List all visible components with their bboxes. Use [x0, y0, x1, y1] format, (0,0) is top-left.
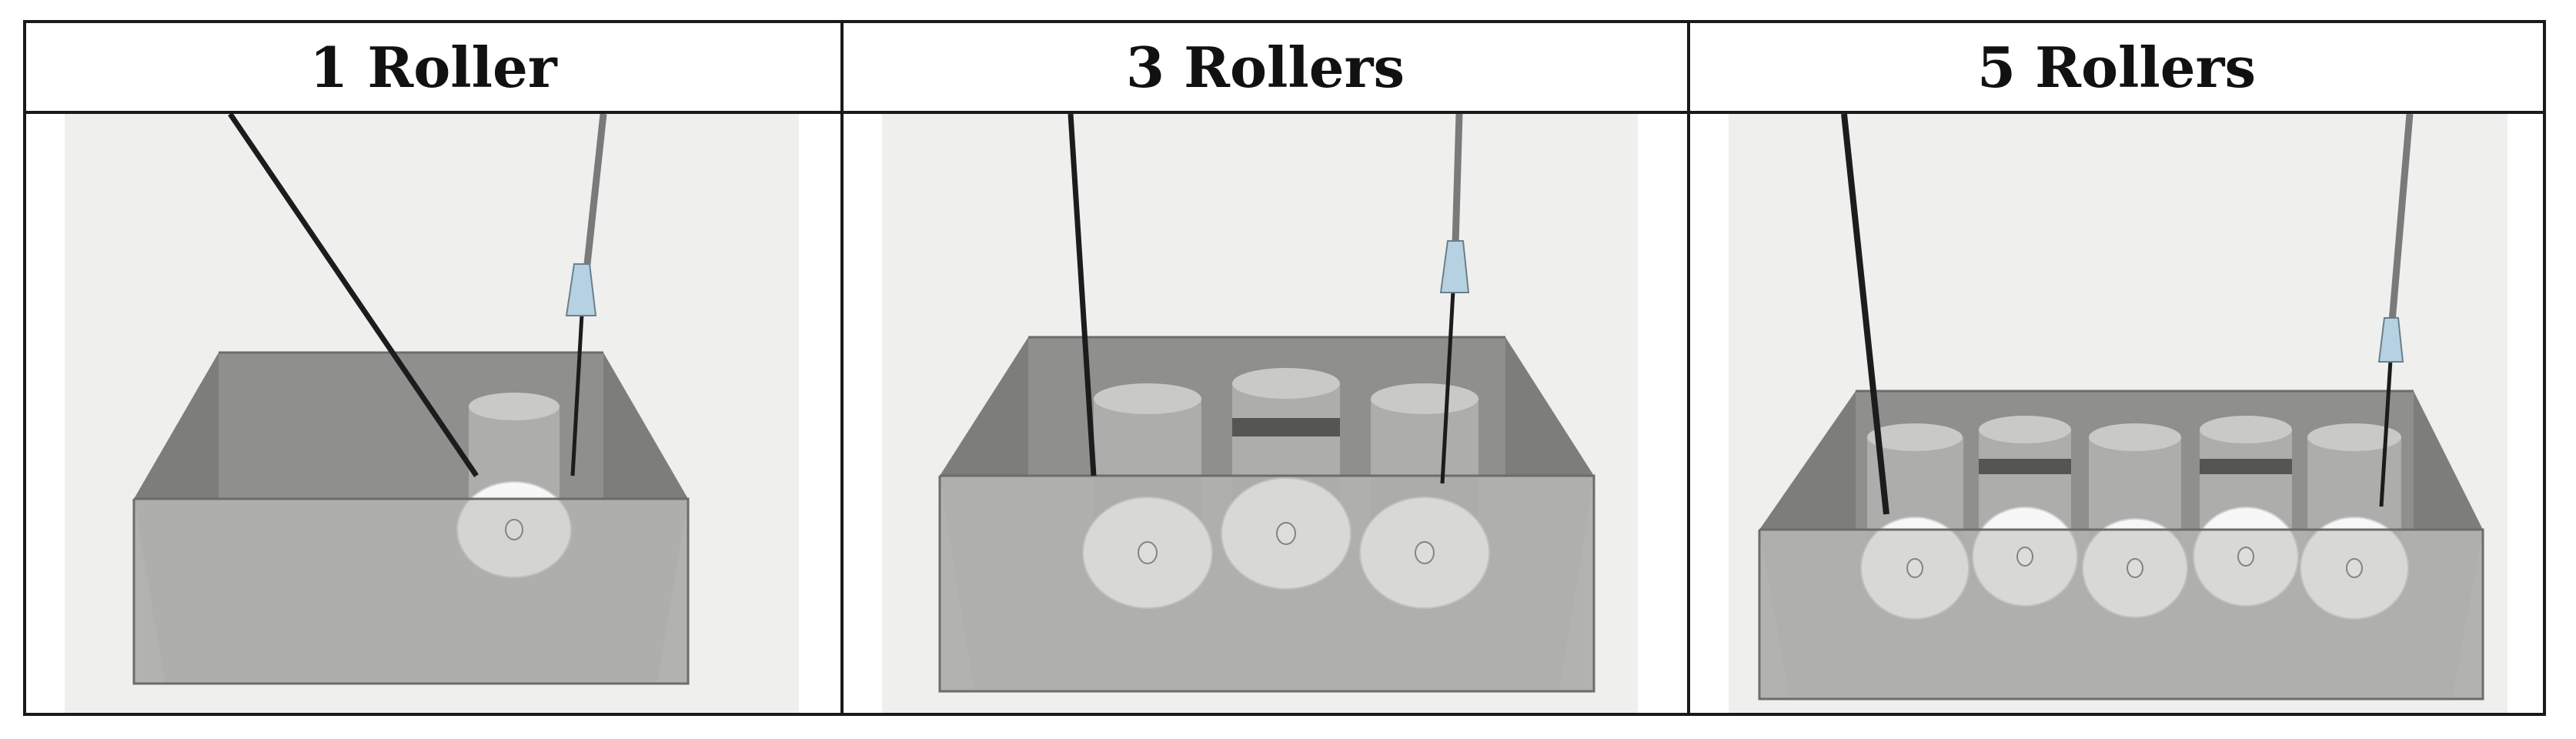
probe-tip — [2377, 317, 2404, 363]
drive-cable — [228, 114, 479, 477]
tank-diagram-1-roller — [65, 114, 799, 713]
column-header: 5 Rollers — [1690, 23, 2543, 114]
roller-axle — [505, 519, 523, 540]
roller-2 — [1221, 368, 1351, 590]
drive-cable — [1841, 114, 1889, 515]
tank-front-glass — [940, 476, 1594, 691]
column-header: 1 Roller — [26, 23, 840, 114]
roller-4 — [2193, 416, 2299, 607]
roller-2 — [1972, 416, 2078, 607]
probe-tip — [565, 263, 597, 316]
tank-front-glass — [134, 499, 688, 684]
probe-wire — [2388, 114, 2414, 323]
probe-wire — [1452, 114, 1463, 246]
figure-table: 1 Roller — [23, 20, 2546, 716]
tank-right-wall — [2414, 391, 2483, 530]
tank-left-wall — [1759, 391, 1856, 530]
tank-diagram-5-rollers — [1729, 114, 2508, 713]
tank-left-wall — [940, 337, 1028, 476]
probe-tip — [1439, 240, 1470, 293]
drive-cable — [1067, 114, 1097, 477]
roller-3 — [2082, 423, 2188, 618]
column-header: 3 Rollers — [844, 23, 1687, 114]
tank-right-wall — [1505, 337, 1594, 476]
tank-diagram-3-rollers — [882, 114, 1638, 713]
column-5-rollers: 5 Rollers — [1690, 23, 2543, 713]
column-3-rollers: 3 Rollers — [844, 23, 1690, 713]
column-1-roller: 1 Roller — [26, 23, 844, 713]
tank-front-glass — [1759, 530, 2483, 699]
tank-right-wall — [603, 353, 688, 499]
tank-left-wall — [134, 353, 219, 499]
